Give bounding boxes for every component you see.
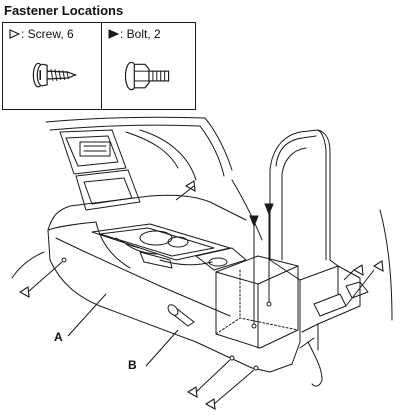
- screw-icon: [32, 62, 78, 88]
- legend-bolt-label: : Bolt, 2: [120, 27, 161, 41]
- bolt-markers: [249, 203, 274, 228]
- legend-screw-box: : Screw, 6: [2, 22, 102, 110]
- center-console-illustration: [11, 116, 393, 410]
- open-triangle-icon: [9, 29, 20, 39]
- filled-triangle-icon: [108, 29, 119, 39]
- callout-b-label: B: [128, 358, 137, 372]
- legend-screw-label: : Screw, 6: [21, 27, 74, 41]
- legend-bolt-row: : Bolt, 2: [108, 27, 161, 41]
- legend-bolt-box: : Bolt, 2: [101, 22, 196, 110]
- callout-a-label: A: [54, 330, 63, 344]
- legend-screw-row: : Screw, 6: [9, 27, 74, 41]
- page-title: Fastener Locations: [4, 3, 124, 18]
- screw-markers: [18, 180, 384, 410]
- bolt-icon: [124, 61, 170, 91]
- clip-b-icon: [167, 304, 195, 327]
